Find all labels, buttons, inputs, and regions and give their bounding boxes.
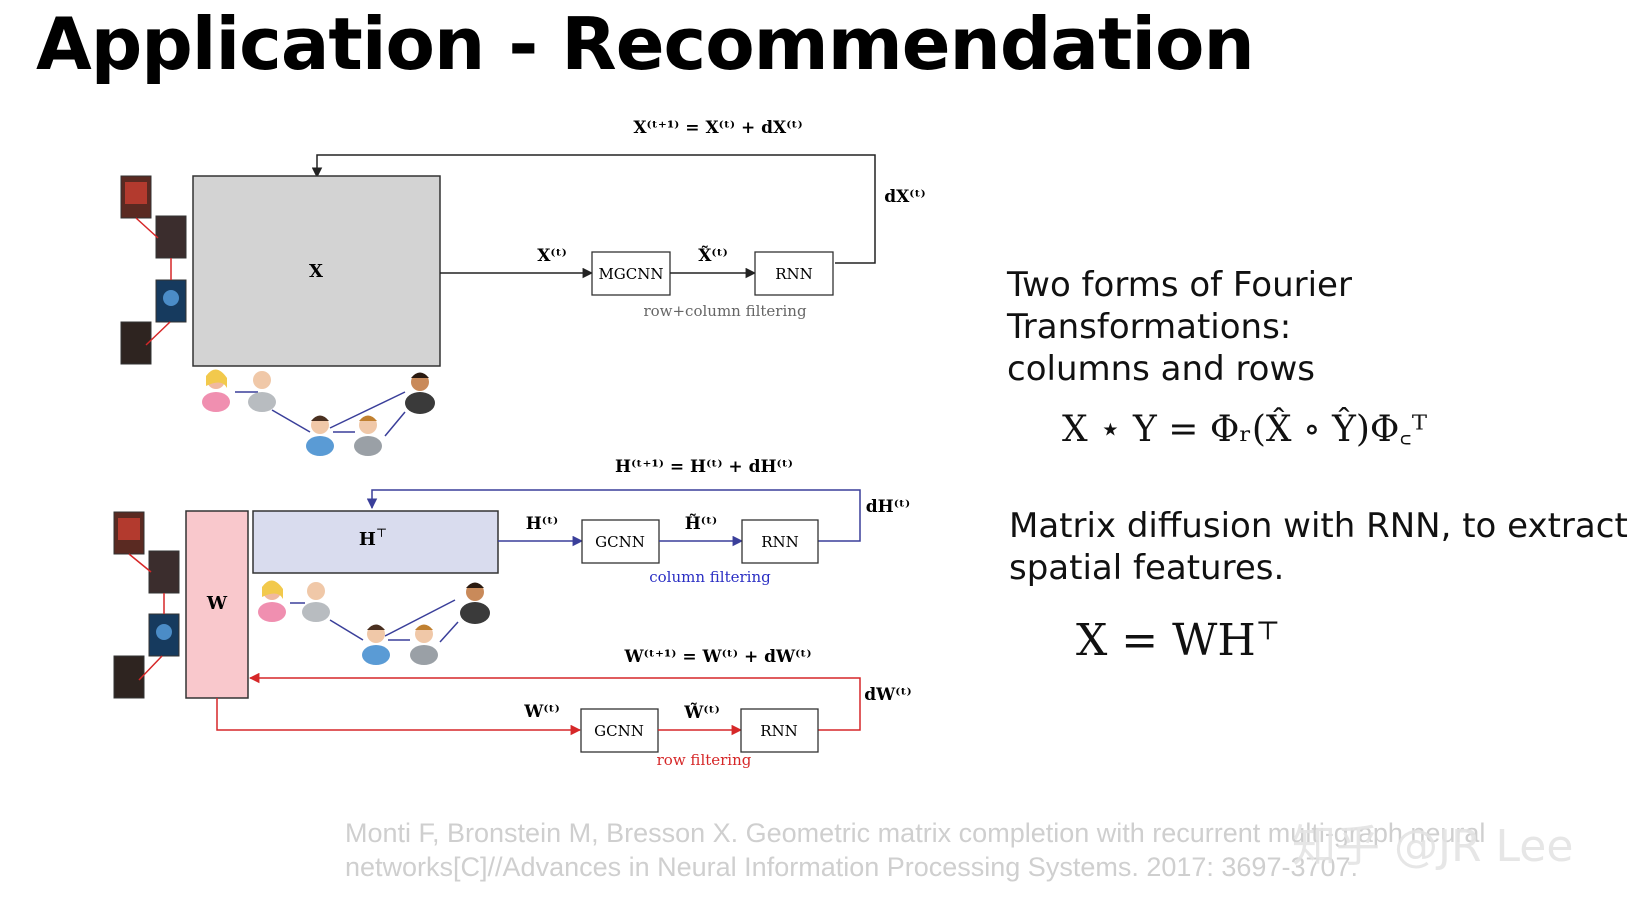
citation-line1: Monti F, Bronstein M, Bresson X. Geometr… — [345, 818, 1486, 848]
user-icon — [405, 372, 435, 414]
top-input-label: X⁽ᵗ⁾ — [537, 246, 567, 266]
w-feedback-arrow — [248, 672, 861, 731]
item-graph-edge — [135, 217, 159, 239]
diffusion-text-line2: spatial features. — [1009, 548, 1285, 588]
h-update-equation: H⁽ᵗ⁺¹⁾ = H⁽ᵗ⁾ + dH⁽ᵗ⁾ — [615, 457, 793, 477]
top-filter-caption: row+column filtering — [643, 302, 806, 320]
top-rnn-block — [754, 251, 834, 296]
fourier-text-line1: Two forms of Fourier Transformations: — [1007, 265, 1352, 347]
h-feedback-arrow — [366, 489, 861, 542]
top-diagram: X⁽ᵗ⁺¹⁾ = X⁽ᵗ⁾ + dX⁽ᵗ⁾ dX⁽ᵗ⁾ X X⁽ᵗ⁾ MGCNN… — [120, 118, 926, 456]
user-icon — [354, 415, 382, 456]
user-graph-edge — [439, 621, 459, 643]
user-icon — [202, 369, 230, 412]
user-icon — [302, 582, 330, 622]
user-icon — [248, 371, 276, 412]
fourier-text: Two forms of Fourier Transformations: co… — [1007, 264, 1641, 390]
poster-icon-detail — [125, 182, 147, 204]
w-input-label: W⁽ᵗ⁾ — [523, 702, 560, 722]
w-gcnn-block — [580, 708, 659, 753]
w-matrix-label: W — [206, 593, 228, 614]
user-icon — [410, 624, 438, 665]
w-gcnn-block-label: GCNN — [594, 722, 644, 740]
citation-line2: networks[C]//Advances in Neural Informat… — [345, 852, 1359, 882]
user-icon — [460, 582, 490, 624]
h-rnn-block — [741, 519, 819, 564]
convolution-formula: X ⋆ Y = Φᵣ(X̂ ∘ Ŷ)Φ꜀ᵀ — [1062, 409, 1427, 450]
user-graph-edge — [384, 411, 406, 437]
slide-title: Application - Recommendation — [36, 2, 1255, 86]
item-graph-edge — [145, 321, 171, 346]
poster-icon — [120, 321, 152, 365]
user-icon — [258, 580, 286, 622]
factorization-formula-main: X = WH — [1076, 615, 1256, 666]
poster-icon-detail — [118, 518, 140, 540]
citation: Monti F, Bronstein M, Bresson X. Geometr… — [345, 816, 1485, 884]
w-feedback-label: dW⁽ᵗ⁾ — [864, 685, 911, 705]
user-graph-edge — [384, 599, 456, 637]
mgcnn-block-label: MGCNN — [598, 265, 663, 283]
diffusion-text: Matrix diffusion with RNN, to extract sp… — [1009, 505, 1628, 589]
x-matrix — [192, 175, 441, 367]
factorization-formula-transpose: ⊤ — [1255, 616, 1281, 647]
w-rnn-block — [740, 708, 819, 753]
user-graph-edge — [329, 619, 364, 641]
bottom-diagram: H⁽ᵗ⁺¹⁾ = H⁽ᵗ⁾ + dH⁽ᵗ⁾ dH⁽ᵗ⁾ W H⊤ H⁽ᵗ⁾ GC… — [113, 457, 912, 769]
item-graph-edge — [128, 553, 152, 573]
user-icon — [306, 415, 334, 456]
h-matrix-label: H⊤ — [359, 526, 387, 550]
poster-icon — [155, 215, 187, 259]
top-feedback-arrow — [311, 154, 876, 264]
mgcnn-block — [591, 251, 671, 296]
user-graph-edge — [271, 409, 311, 433]
w-matrix — [185, 510, 249, 699]
w-rnn-block-label: RNN — [760, 722, 798, 740]
h-rnn-block-label: RNN — [761, 533, 799, 551]
poster-icon — [148, 550, 180, 594]
w-mid-label: W̃⁽ᵗ⁾ — [683, 703, 720, 723]
diffusion-text-line1: Matrix diffusion with RNN, to extract — [1009, 506, 1628, 546]
poster-icon — [113, 655, 145, 699]
fourier-text-line2: columns and rows — [1007, 349, 1316, 389]
w-update-equation: W⁽ᵗ⁺¹⁾ = W⁽ᵗ⁾ + dW⁽ᵗ⁾ — [623, 647, 811, 667]
h-feedback-label: dH⁽ᵗ⁾ — [866, 497, 910, 517]
h-filter-caption: column filtering — [649, 568, 771, 586]
h-input-label: H⁽ᵗ⁾ — [526, 514, 559, 534]
item-graph-edge — [138, 655, 163, 681]
x-matrix-label: X — [309, 261, 323, 282]
h-mid-label: H̃⁽ᵗ⁾ — [685, 514, 718, 534]
w-input-arrow — [216, 698, 582, 736]
top-rnn-block-label: RNN — [775, 265, 813, 283]
top-feedback-label: dX⁽ᵗ⁾ — [884, 187, 926, 207]
h-matrix — [252, 510, 499, 574]
h-gcnn-block-label: GCNN — [595, 533, 645, 551]
poster-icon-detail — [163, 290, 179, 306]
top-update-equation: X⁽ᵗ⁺¹⁾ = X⁽ᵗ⁾ + dX⁽ᵗ⁾ — [633, 118, 802, 138]
user-icon — [362, 624, 390, 665]
factorization-formula: X = WH⊤ — [1076, 615, 1280, 666]
user-graph-edge — [329, 391, 406, 429]
w-filter-caption: row filtering — [657, 751, 752, 769]
h-gcnn-block — [581, 519, 660, 564]
watermark: 知乎 @JR Lee — [1292, 821, 1574, 872]
poster-icon-detail — [156, 624, 172, 640]
top-mid-label: X̃⁽ᵗ⁾ — [698, 246, 728, 266]
